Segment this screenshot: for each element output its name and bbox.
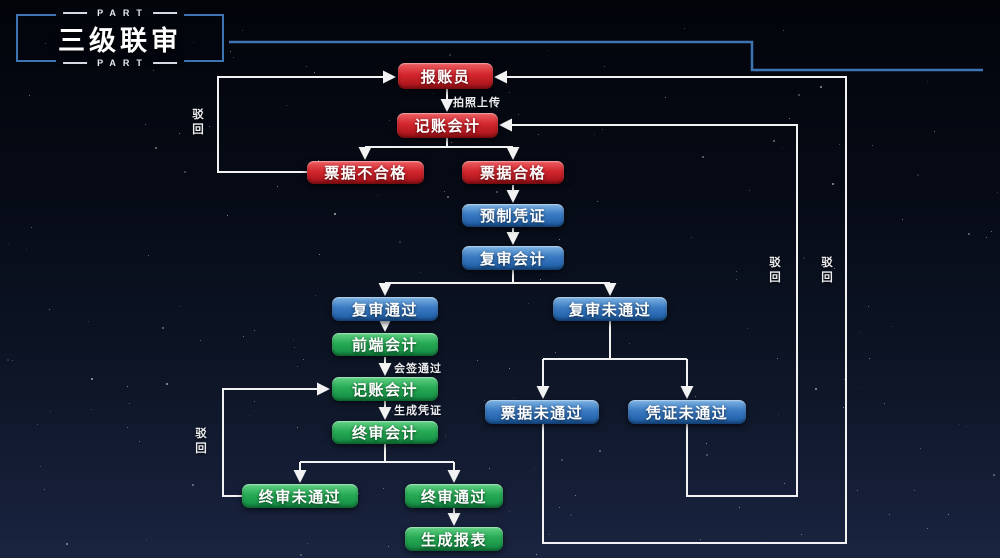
node-voucher-failed: 凭证未通过: [628, 400, 746, 424]
edge-label-countersign-passed: 会签通过: [394, 363, 442, 375]
edge-label-photo-upload: 拍照上传: [453, 97, 501, 109]
part-label-bottom-text: PART: [97, 58, 149, 68]
edge-label-generate-voucher: 生成凭证: [394, 405, 442, 417]
edge-label-reject-left-bottom: 驳回: [195, 428, 207, 455]
title-block: PART 三级联审 PART: [16, 8, 224, 68]
edge-label-reject-right-inner: 驳回: [769, 257, 781, 284]
node-review-passed: 复审通过: [332, 297, 438, 321]
edge-label-reject-left-top: 驳回: [192, 109, 204, 136]
part-label-top: PART: [56, 8, 184, 18]
edge-bookkeeping-split: [365, 138, 513, 148]
node-frontend-accountant: 前端会计: [332, 333, 438, 356]
edge-reviewfailed-split: [543, 321, 687, 360]
node-final-accountant: 终审会计: [332, 421, 438, 444]
node-review-failed: 复审未通过: [553, 297, 667, 321]
node-pre-voucher: 预制凭证: [462, 204, 564, 227]
node-bill-failed: 票据未通过: [485, 400, 599, 424]
node-bill-unqualified: 票据不合格: [307, 161, 424, 184]
edge-final-split: [300, 444, 454, 463]
node-review-accountant: 复审会计: [462, 246, 564, 270]
node-final-passed: 终审通过: [405, 484, 503, 508]
edge-reject-billunqualified-reporter: [217, 70, 396, 173]
part-label-top-text: PART: [97, 8, 149, 18]
node-bill-qualified: 票据合格: [462, 161, 564, 184]
node-reporter: 报账员: [398, 63, 493, 89]
accent-line: [229, 40, 983, 72]
edge-reject-voucherfailed-bookkeeping: [499, 118, 798, 497]
edge-label-reject-right-outer: 驳回: [821, 257, 833, 284]
part-label-bottom: PART: [56, 58, 184, 68]
node-final-failed: 终审未通过: [242, 484, 358, 508]
edge-review-split: [385, 270, 610, 284]
node-posting-accountant: 记账会计: [332, 377, 438, 401]
edge-reject-finalfailed-posting: [222, 382, 330, 497]
node-generate-report: 生成报表: [405, 527, 503, 551]
edge-reject-billfailed-reporter: [494, 70, 847, 544]
page-title: 三级联审: [58, 25, 182, 56]
node-bookkeeping-accountant: 记账会计: [397, 113, 498, 138]
